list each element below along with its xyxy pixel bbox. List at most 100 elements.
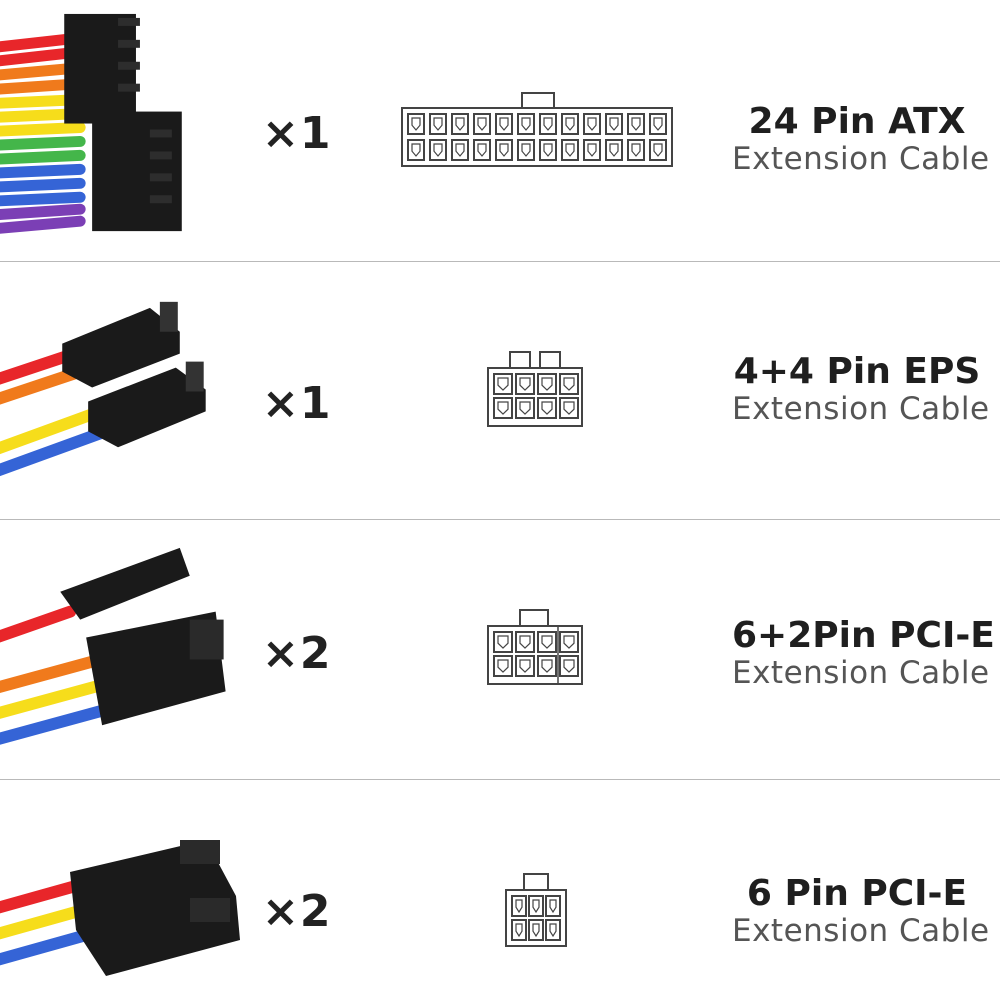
pin-socket bbox=[407, 139, 425, 161]
pin-socket bbox=[561, 113, 579, 135]
quantity-label: ×2 bbox=[262, 628, 332, 679]
pin-socket-keying bbox=[499, 143, 509, 157]
pinout-eps-diagram bbox=[487, 351, 583, 427]
pin-socket bbox=[473, 139, 491, 161]
item-62pin-pcie: ×2 6+2Pin PCI-E Extension Cable bbox=[0, 520, 1000, 780]
pin-socket bbox=[511, 895, 527, 917]
pin-socket bbox=[495, 113, 513, 135]
pin-socket-keying bbox=[497, 377, 509, 391]
item-24pin-atx: ×1 24 Pin ATX Extension Cable bbox=[0, 0, 1000, 262]
pin-socket bbox=[627, 139, 645, 161]
pin-socket bbox=[583, 113, 601, 135]
pin-socket-keying bbox=[609, 117, 619, 131]
pin-socket-keying bbox=[587, 117, 597, 131]
pin-socket bbox=[511, 919, 527, 941]
pin-socket-keying bbox=[563, 377, 575, 391]
pin-socket bbox=[649, 113, 667, 135]
pin-socket-keying bbox=[519, 635, 531, 649]
pin-socket-keying bbox=[609, 143, 619, 157]
pin-socket-keying bbox=[497, 635, 509, 649]
pin-socket-keying bbox=[519, 401, 531, 415]
pin-socket bbox=[545, 919, 561, 941]
pin-socket-keying bbox=[532, 923, 540, 938]
pin-socket bbox=[493, 631, 513, 653]
pin-socket bbox=[545, 895, 561, 917]
item-title: 24 Pin ATX bbox=[748, 101, 966, 142]
pin-socket-keying bbox=[541, 377, 553, 391]
pin-socket-keying bbox=[541, 401, 553, 415]
pin-socket-keying bbox=[497, 401, 509, 415]
pin-socket-keying bbox=[521, 117, 531, 131]
pin-socket-keying bbox=[455, 117, 465, 131]
pin-socket bbox=[605, 113, 623, 135]
pin-socket-keying bbox=[515, 923, 523, 938]
pin-socket bbox=[559, 397, 579, 419]
item-label: 6+2Pin PCI-E Extension Cable bbox=[732, 615, 995, 691]
pin-socket-keying bbox=[543, 143, 553, 157]
item-subtitle: Extension Cable bbox=[732, 655, 990, 691]
pin-socket-keying bbox=[565, 117, 575, 131]
pin-socket-keying bbox=[433, 143, 443, 157]
pin-socket bbox=[537, 655, 557, 677]
pin-socket bbox=[451, 139, 469, 161]
pin-socket bbox=[515, 655, 535, 677]
pin-socket bbox=[559, 631, 579, 653]
pin-socket-keying bbox=[411, 117, 421, 131]
pin-socket bbox=[561, 139, 579, 161]
item-subtitle: Extension Cable bbox=[732, 913, 990, 949]
pin-socket bbox=[537, 373, 557, 395]
pin-socket-keying bbox=[532, 899, 540, 914]
item-6pin-pcie: ×2 6 Pin PCI-E Extension Cable bbox=[0, 780, 1000, 1000]
pin-socket bbox=[493, 397, 513, 419]
quantity-label: ×2 bbox=[262, 886, 332, 937]
pin-socket bbox=[429, 139, 447, 161]
pin-socket bbox=[583, 139, 601, 161]
item-title: 4+4 Pin EPS bbox=[733, 351, 981, 392]
pin-socket bbox=[517, 139, 535, 161]
pin-socket-keying bbox=[521, 143, 531, 157]
pin-socket-keying bbox=[477, 117, 487, 131]
pin-socket bbox=[429, 113, 447, 135]
pin-socket-keying bbox=[587, 143, 597, 157]
pin-socket-keying bbox=[631, 117, 641, 131]
cable-6pin-photo bbox=[0, 840, 240, 976]
pin-socket bbox=[517, 113, 535, 135]
pinout-62pin-diagram bbox=[487, 609, 583, 685]
pin-socket-keying bbox=[455, 143, 465, 157]
pin-socket bbox=[493, 373, 513, 395]
pin-socket bbox=[451, 113, 469, 135]
pin-socket-keying bbox=[549, 899, 557, 914]
pin-socket-keying bbox=[563, 401, 575, 415]
pin-socket bbox=[515, 631, 535, 653]
quantity-label: ×1 bbox=[262, 378, 332, 429]
pin-socket bbox=[605, 139, 623, 161]
pin-socket-keying bbox=[497, 659, 509, 673]
pinout-6pin-diagram bbox=[505, 873, 567, 947]
item-title: 6 Pin PCI-E bbox=[746, 873, 968, 914]
cable-62pin-photo bbox=[0, 547, 226, 745]
item-title: 6+2Pin PCI-E bbox=[732, 615, 995, 656]
pinout-24pin-diagram bbox=[401, 92, 673, 167]
pin-socket bbox=[515, 373, 535, 395]
pin-socket-keying bbox=[519, 659, 531, 673]
pin-socket bbox=[528, 895, 544, 917]
pin-socket bbox=[539, 113, 557, 135]
pin-socket-keying bbox=[541, 659, 553, 673]
pin-socket-keying bbox=[499, 117, 509, 131]
pin-socket bbox=[537, 631, 557, 653]
item-44pin-eps: ×1 4+4 Pin EPS Extension Cable bbox=[0, 262, 1000, 520]
pin-socket-keying bbox=[541, 635, 553, 649]
pin-socket bbox=[473, 113, 491, 135]
pin-socket bbox=[539, 139, 557, 161]
pin-socket bbox=[559, 373, 579, 395]
pin-socket-keying bbox=[565, 143, 575, 157]
pin-socket-keying bbox=[563, 659, 575, 673]
pin-socket bbox=[537, 397, 557, 419]
pin-socket bbox=[649, 139, 667, 161]
item-subtitle: Extension Cable bbox=[732, 141, 990, 177]
item-label: 4+4 Pin EPS Extension Cable bbox=[732, 351, 989, 427]
pin-socket bbox=[407, 113, 425, 135]
pin-socket-keying bbox=[653, 117, 663, 131]
pin-socket-keying bbox=[631, 143, 641, 157]
